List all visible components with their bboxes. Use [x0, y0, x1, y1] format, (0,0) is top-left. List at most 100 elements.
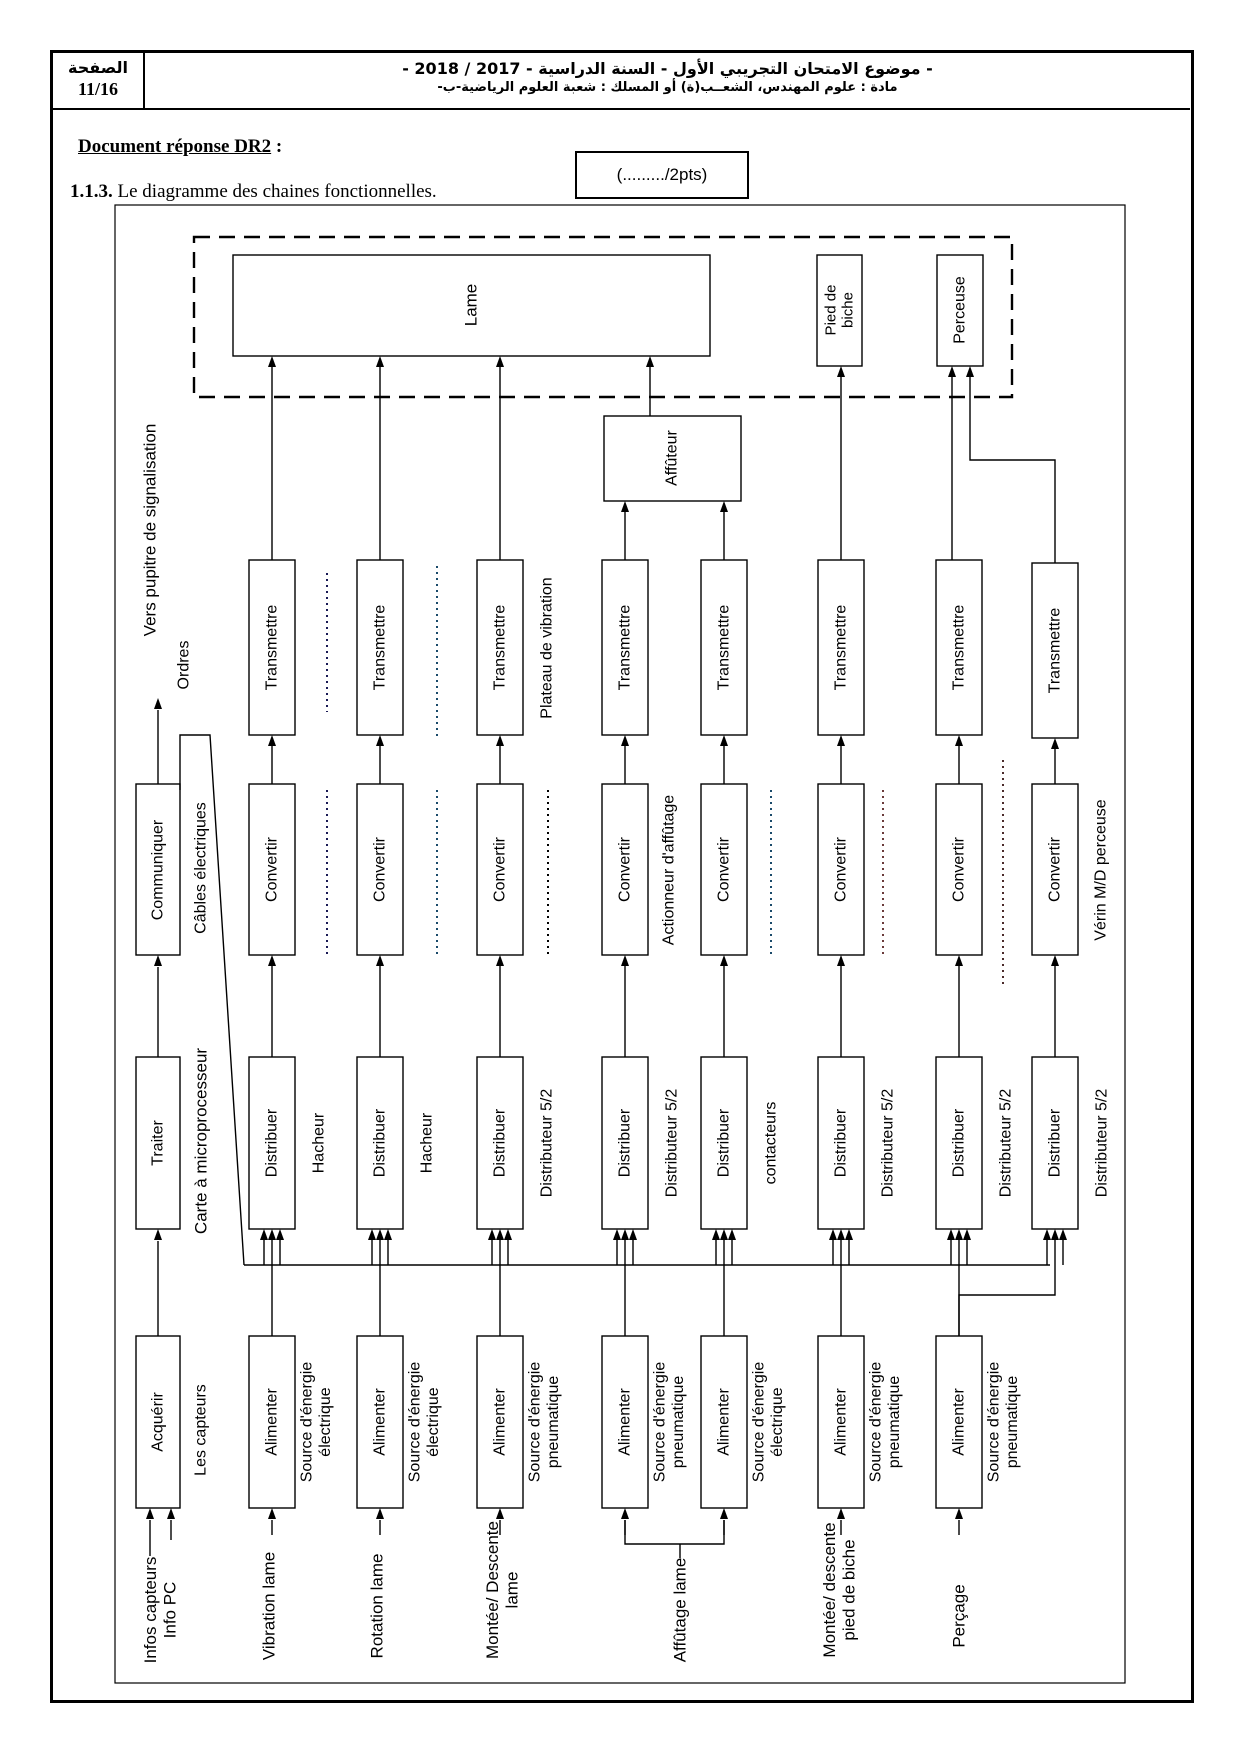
chain-2-distributor-caption: Hacheur: [419, 1112, 436, 1173]
chain-1-transmettre-block: [248, 559, 296, 736]
exam-title: - موضوع الامتحان التجريبي الأول - السنة …: [402, 59, 933, 78]
chain-6-convertir-label: Convertir: [833, 836, 850, 902]
lame-label: Lame: [462, 284, 481, 327]
arrow-up-icon: [276, 1229, 284, 1240]
affutage-join-line: [624, 1520, 725, 1545]
page-number: 11/16: [77, 79, 118, 99]
arrow-up-icon: [496, 356, 504, 367]
chain-4-source-caption: Source d'énergiepneumatique: [652, 1362, 687, 1483]
chain-2-source-caption: Source d'énergieélectrique: [407, 1362, 442, 1483]
chain-5-source-caption: Source d'énergieélectrique: [751, 1362, 786, 1483]
arrow-up-icon: [621, 501, 629, 512]
chain-4-distributor-caption: Distributeur 5/2: [664, 1089, 681, 1198]
chain-8-distributor-caption: Distributeur 5/2: [1094, 1089, 1111, 1198]
chain-5-alimenter-label: Alimenter: [716, 1388, 733, 1456]
pied-de-biche-label: Pied debiche: [822, 285, 856, 336]
arrow-up-icon: [268, 955, 276, 966]
arrow-up-icon: [837, 955, 845, 966]
communiquer-caption: Câbles électriques: [193, 802, 210, 934]
arrow-up-icon: [268, 735, 276, 746]
chain-4-alimenter-label: Alimenter: [617, 1388, 634, 1456]
chain-5-alimenter-block: [700, 1335, 748, 1509]
chain-6-convertir-block: [817, 783, 865, 956]
chain-7-distribuer-label: Distribuer: [951, 1108, 968, 1177]
chain-5-distribuer-label: Distribuer: [716, 1108, 733, 1177]
arrow-up-icon: [955, 955, 963, 966]
document-title: Document réponse DR2 :: [78, 136, 282, 158]
arrow-up-icon: [496, 735, 504, 746]
pied-de-biche-block: [816, 254, 863, 367]
arrow-up-icon: [268, 1229, 276, 1240]
chain-4-transmettre-block: [601, 559, 649, 736]
diagram-frame: [114, 204, 1126, 1684]
arrow-up-icon: [947, 1229, 955, 1240]
communiquer-label: Communiquer: [150, 819, 167, 920]
chain-4-distribuer-label: Distribuer: [617, 1108, 634, 1177]
arrow-up-icon: [728, 1229, 736, 1240]
chain-8-transmettre-block: [1031, 562, 1079, 739]
chain-6-distributor-caption: Distributeur 5/2: [880, 1089, 897, 1198]
arrow-up-icon: [1051, 738, 1059, 749]
page-number-cell: الصفحة 11/16: [53, 53, 145, 110]
chain-7-transmettre-label: Transmettre: [951, 605, 968, 691]
chain-3-source-caption: Source d'énergiepneumatique: [527, 1362, 562, 1483]
chain-7-convertir-label: Convertir: [951, 836, 968, 902]
chain-5-convertir-label: Convertir: [716, 836, 733, 902]
arrow-up-icon: [376, 1508, 384, 1519]
arrow-up-icon: [955, 1229, 963, 1240]
chain-6-alimenter-label: Alimenter: [833, 1388, 850, 1456]
arrow-up-icon: [496, 1508, 504, 1519]
page-label: الصفحة: [67, 58, 128, 77]
traiter-caption: Carte à microprocesseur: [192, 1048, 211, 1234]
chain-4-convertir-block: [601, 783, 649, 956]
arrow-up-icon: [955, 1508, 963, 1519]
arrow-up-icon: [621, 1229, 629, 1240]
chain-8-distribuer-label: Distribuer: [1047, 1108, 1064, 1177]
arrow-up-icon: [720, 501, 728, 512]
chain-1-convertir-label: Convertir: [264, 836, 281, 902]
chain-2-distribuer-label: Distribuer: [372, 1108, 389, 1177]
chain-7-function-label: Perçage: [950, 1584, 969, 1647]
chain-4-convertir-label: Convertir: [617, 836, 634, 902]
chain-2-convertir-label: Convertir: [372, 836, 389, 902]
chain-8-convertir-label: Convertir: [1047, 836, 1064, 902]
traiter-label: Traiter: [150, 1120, 167, 1166]
affuteur-block: [603, 415, 742, 502]
arrow-up-icon: [1051, 955, 1059, 966]
arrow-up-icon: [712, 1229, 720, 1240]
arrow-up-icon: [154, 1229, 162, 1240]
arrow-up-icon: [621, 735, 629, 746]
arrow-up-icon: [845, 1229, 853, 1240]
arrow-up-icon: [496, 1229, 504, 1240]
chain-2-transmettre-block: [356, 559, 404, 736]
chain-6-source-caption: Source d'énergiepneumatique: [868, 1362, 903, 1483]
chain-3-transmettre-label: Transmettre: [492, 605, 509, 691]
output-caption: Vers pupitre de signalisation: [141, 424, 160, 637]
chain-6-distribuer-block: [817, 1056, 865, 1230]
question: 1.1.3. Le diagramme des chaines fonction…: [70, 181, 437, 203]
score-box: (........./2pts): [575, 151, 749, 199]
arrow-up-icon: [488, 1229, 496, 1240]
chain-6-transmettre-label: Transmettre: [833, 605, 850, 691]
chain-4-alimenter-block: [601, 1335, 649, 1509]
arrow-up-icon: [154, 955, 162, 966]
chain-1-function-label: Vibration lame: [260, 1552, 279, 1660]
arrow-up-icon: [720, 1229, 728, 1240]
arrow-up-icon: [613, 1229, 621, 1240]
chain-8-supply-line: [958, 1240, 1056, 1336]
chain-3-convertir-block: [476, 783, 524, 956]
arrow-up-icon: [955, 735, 963, 746]
arrow-up-icon: [1043, 1229, 1051, 1240]
arrow-up-icon: [629, 1229, 637, 1240]
chain-3-convertir-label: Convertir: [492, 836, 509, 902]
perceuse-label: Perceuse: [952, 276, 969, 344]
chain-5-transmettre-label: Transmettre: [716, 605, 733, 691]
arrow-up-icon: [268, 356, 276, 367]
document-title-suffix: :: [271, 136, 283, 157]
arrow-up-icon: [1051, 1229, 1059, 1240]
chain-3-distributor-caption: Distributeur 5/2: [539, 1089, 556, 1198]
arrow-up-icon: [646, 356, 654, 367]
arrow-up-icon: [154, 698, 162, 709]
chain-4-transmettre-label: Transmettre: [617, 605, 634, 691]
